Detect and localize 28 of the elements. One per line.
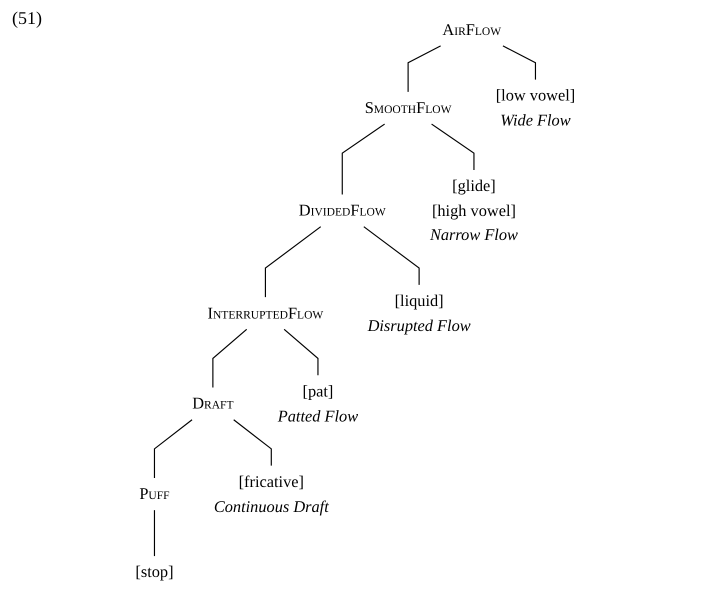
- connector: [283, 328, 318, 375]
- node-text: Puff: [139, 484, 170, 502]
- node-text: SmoothFlow: [364, 98, 452, 116]
- node-label: Disrupted Flow: [367, 316, 470, 334]
- connector: [212, 328, 247, 388]
- node-text: AirFlow: [442, 20, 501, 38]
- node-text: [glide] [high vowel]: [432, 176, 516, 219]
- node-text: [pat]: [302, 382, 334, 400]
- node-text: [fricative]: [238, 472, 304, 490]
- node-text: Draft: [192, 394, 234, 412]
- connector: [264, 226, 321, 297]
- example-number: (51): [12, 8, 42, 29]
- connector: [341, 123, 385, 194]
- connector: [502, 44, 536, 80]
- node-text: [liquid]: [394, 291, 444, 310]
- node-text: DividedFlow: [298, 200, 386, 219]
- node-text: [stop]: [135, 562, 174, 581]
- connector: [154, 510, 155, 556]
- node-label: Narrow Flow: [430, 225, 518, 244]
- node-text: [low vowel]: [495, 86, 575, 104]
- node-label: Patted Flow: [277, 406, 358, 424]
- node-label: Wide Flow: [500, 110, 570, 129]
- connector: [430, 123, 474, 170]
- connector: [363, 226, 420, 284]
- node-label: Continuous Draft: [214, 496, 328, 515]
- node-text: InterruptedFlow: [207, 303, 324, 322]
- connector: [233, 418, 272, 466]
- connector: [154, 418, 192, 478]
